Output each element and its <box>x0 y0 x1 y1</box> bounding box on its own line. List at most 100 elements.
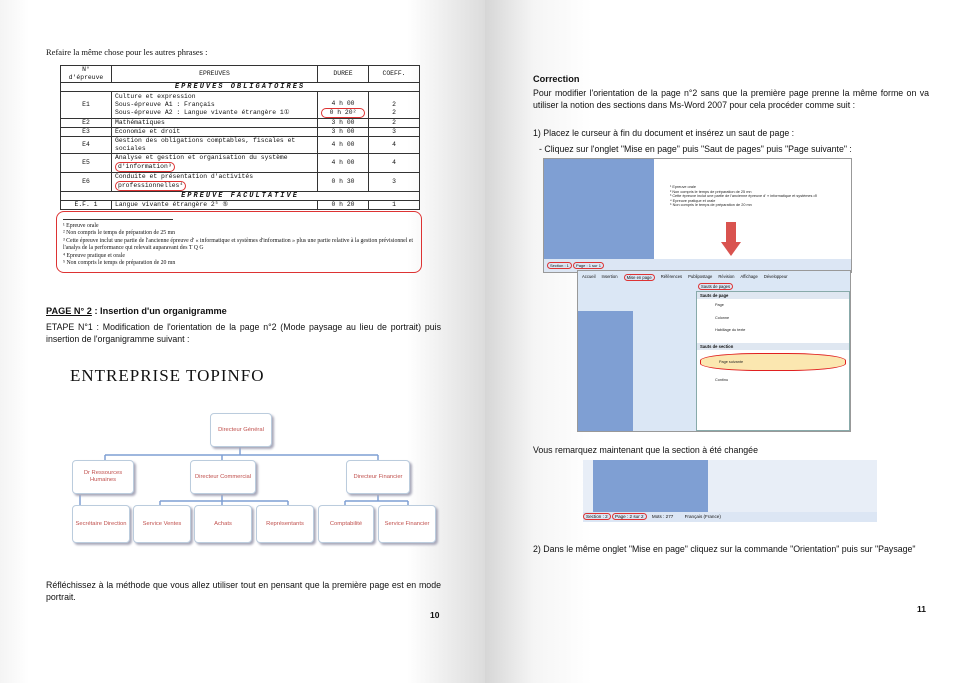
row-label: Langue vivante étrangère 2⁵ ⑤ <box>111 200 318 210</box>
step-text: ETAPE N°1 : Modification de l'orientatio… <box>46 322 441 344</box>
org-node-commercial: Directeur Commercial <box>190 460 256 494</box>
row-duree: 4 h 00 <box>317 153 369 173</box>
tab-revision[interactable]: Révision <box>718 274 735 279</box>
row-coeff: 3 <box>368 172 420 192</box>
status-page[interactable]: Page : 1 sur 1 <box>573 262 604 269</box>
row-line: Sous-épreuve A2 : Langue vivante étrangè… <box>115 109 290 116</box>
footnote: ³ Cette épreuve inclut une partie de l'a… <box>63 237 413 252</box>
doc-page: ¹ Epreuve orale ² Non compris le temps d… <box>654 159 851 259</box>
menu-item-continu[interactable]: Continu <box>715 378 729 383</box>
saut-de-pages-button[interactable]: Sauts de pages <box>698 283 734 290</box>
correction-para: Pour modifier l'orientation de la page n… <box>533 88 929 110</box>
tab-affichage[interactable]: Affichage <box>740 274 758 279</box>
row-duree: 3 h 00 <box>317 127 369 137</box>
footnote: ⁵ Non compris le temps de préparation de… <box>63 260 176 267</box>
footnote: ¹ Epreuve orale <box>63 223 99 229</box>
word-ribbon-screenshot: Accueil Insertion Mise en page Référence… <box>577 270 851 432</box>
table-row: E5 Analyse et gestion et organisation du… <box>60 153 420 173</box>
correction-heading: Correction <box>533 74 580 84</box>
tab-developpeur[interactable]: Développeur <box>763 274 788 279</box>
row-line: Gestion des obligations comptables, fisc… <box>115 137 296 144</box>
row-num: E2 <box>60 118 112 128</box>
step1a-text: - Cliquez sur l'onglet "Mise en page" pu… <box>539 144 852 154</box>
row-duree: 0 h 20 <box>317 200 369 210</box>
row-line: d'information³ <box>115 162 175 172</box>
table-row: E2 Mathématiques 3 h 00 2 <box>60 118 420 128</box>
org-connectors <box>79 447 409 505</box>
org-node-hr: Dr Ressources Humaines <box>72 460 134 494</box>
menu-item-page[interactable]: Page <box>715 303 724 307</box>
col-header-coeff: COEFF. <box>368 65 420 83</box>
org-node-representatives: Représentants <box>256 505 314 543</box>
row-num: E4 <box>60 136 112 154</box>
table-row: E4 Gestion des obligations comptables, f… <box>60 136 420 154</box>
status-page[interactable]: Page : 2 sur 2 <box>612 513 647 520</box>
heading-label: PAGE N° 2 <box>46 306 92 316</box>
tab-accueil[interactable]: Accueil <box>582 274 596 279</box>
status-section[interactable]: Section : 1 <box>547 262 572 269</box>
menu-header: Sauts de page <box>697 292 849 299</box>
tab-mise-en-page[interactable]: Mise en page <box>623 274 655 281</box>
heading-rest: : Insertion d'un organigramme <box>91 306 227 316</box>
row-coeff: 3 <box>368 127 420 137</box>
tab-insertion[interactable]: Insertion <box>601 274 618 279</box>
org-node-accounting: Comptabilité <box>318 505 374 543</box>
duree-value: 0 h 20² <box>321 108 365 118</box>
exam-table: N° d'épreuve EPREUVES DUREE COEFF. EPREU… <box>60 65 420 210</box>
org-node-secretary: Secrétaire Direction <box>72 505 130 543</box>
row-label: Economie et droit <box>111 127 318 137</box>
org-node-director: Directeur Général <box>210 413 272 447</box>
doc-margin-2 <box>578 311 633 431</box>
down-arrow-icon <box>721 222 741 256</box>
footnote: ² Non compris le temps de préparation de… <box>63 230 176 237</box>
org-node-finance-service: Service Financier <box>378 505 436 543</box>
step2-text: 2) Dans le même onglet "Mise en page" cl… <box>533 544 916 554</box>
tab-references[interactable]: Références <box>660 274 683 279</box>
menu-header: Sauts de section <box>697 342 849 350</box>
breaks-menu: Sauts de page Page Colonne Habillage du … <box>696 291 850 431</box>
doc-line: ¹ Epreuve orale <box>670 185 696 189</box>
duree-value: 4 h 00 <box>331 100 355 107</box>
row-line: sociales <box>115 145 146 152</box>
col-header-num: N° d'épreuve <box>60 65 112 83</box>
doc-line: ³ Cette épreuve inclut une partie de l'a… <box>670 194 818 199</box>
menu-item-colonne[interactable]: Colonne <box>715 315 730 320</box>
row-coeff: 1 <box>368 200 420 210</box>
word-screenshot-top: ¹ Epreuve orale ² Non compris le temps d… <box>543 158 852 273</box>
status-section[interactable]: Section : 2 <box>583 513 611 520</box>
table-row: E1 Culture et expression Sous-épreuve A1… <box>60 91 420 119</box>
page-number: 11 <box>917 604 926 614</box>
row-num: E6 <box>60 172 112 192</box>
status-language[interactable]: Français (France) <box>684 514 721 519</box>
row-coeff: 2 <box>368 118 420 128</box>
row-line: Culture et expression <box>115 93 196 100</box>
menu-item-habillage[interactable]: Habillage du texte <box>715 328 746 333</box>
coeff-value: 2 <box>392 109 396 116</box>
row-duree: 3 h 00 <box>317 118 369 128</box>
org-node-financial: Directeur Financier <box>346 460 410 494</box>
tab-publipostage[interactable]: Publipostage <box>688 274 713 279</box>
footnotes-box: ¹ Epreuve orale ² Non compris le temps d… <box>56 211 422 273</box>
menu-item-page-suivante[interactable]: Page suivante <box>700 352 846 372</box>
org-node-purchases: Achats <box>194 505 252 543</box>
status-words[interactable]: Mots : 277 <box>651 514 674 519</box>
col-header-epreuves: EPREUVES <box>111 65 318 83</box>
status-screenshot: Section : 2 Page : 2 sur 2 Mots : 277 Fr… <box>583 460 877 522</box>
row-coeff: 4 <box>368 136 420 154</box>
row-duree: 4 h 00 <box>317 136 369 154</box>
status-bar-2: Section : 2 Page : 2 sur 2 Mots : 277 Fr… <box>583 512 877 522</box>
page-number: 10 <box>430 610 440 620</box>
org-node-sales: Service Ventes <box>133 505 191 543</box>
org-title: ENTREPRISE TOPINFO <box>70 366 265 385</box>
row-label: Mathématiques <box>111 118 318 128</box>
doc-line: ⁵ Non compris le temps de préparation de… <box>670 203 752 208</box>
row-line: Analyse et gestion et organisation du sy… <box>115 154 288 161</box>
row-label: Analyse et gestion et organisation du sy… <box>111 153 318 173</box>
right-page: Correction Pour modifier l'orientation d… <box>485 0 971 683</box>
table-row: E3 Economie et droit 3 h 00 3 <box>60 127 420 137</box>
footnote: ⁴ Epreuve pratique et orale <box>63 252 125 259</box>
